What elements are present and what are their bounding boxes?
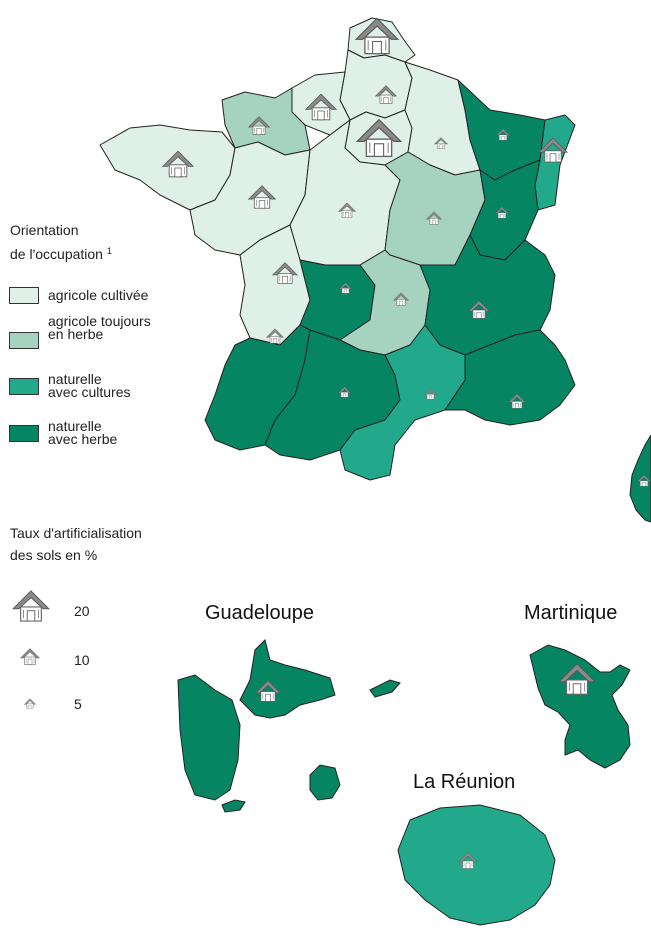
legend-label-natural-grass: naturelle avec herbe [48,418,118,447]
legend-artificial-title: Taux d'artificialisation [10,525,142,541]
legend-size-icon-10 [20,648,40,665]
region-picardie [339,49,413,121]
legend-size-icon-5 [24,698,36,709]
legend-size-label-20: 20 [74,603,90,619]
legend-label-grass: agricole toujours en herbe [48,313,151,342]
legend-swatch-grass [9,332,39,349]
legend-swatch-cultivated [9,287,39,304]
footnote-marker: 1 [106,246,112,256]
guadeloupe-label: Guadeloupe [205,602,314,624]
legend-size-label-10: 10 [74,652,90,668]
region-basse-normandie [221,87,311,156]
legend-orientation-subtitle: de l'occupation 1 [10,246,112,262]
martinique-label: Martinique [524,602,618,624]
legend-orientation-title: Orientation [10,222,79,238]
legend-label-cultivated: agricole cultivée [48,287,149,303]
region-languedoc-roussillon [339,324,466,481]
legend-size-icon-20 [12,590,50,622]
reunion-map [397,804,556,926]
region-bretagne [99,124,236,211]
reunion-label: La Réunion [413,771,516,793]
region-paca [444,329,576,426]
legend-swatch-natural-grass [9,425,39,442]
martinique-map [529,644,631,769]
legend-label-natural-crops: naturelle avec cultures [48,371,131,400]
legend-size-label-5: 5 [74,696,82,712]
legend-artificial-subtitle: des sols en % [10,547,98,563]
legend-swatch-natural-crops [9,378,39,395]
guadeloupe-map [177,639,401,813]
